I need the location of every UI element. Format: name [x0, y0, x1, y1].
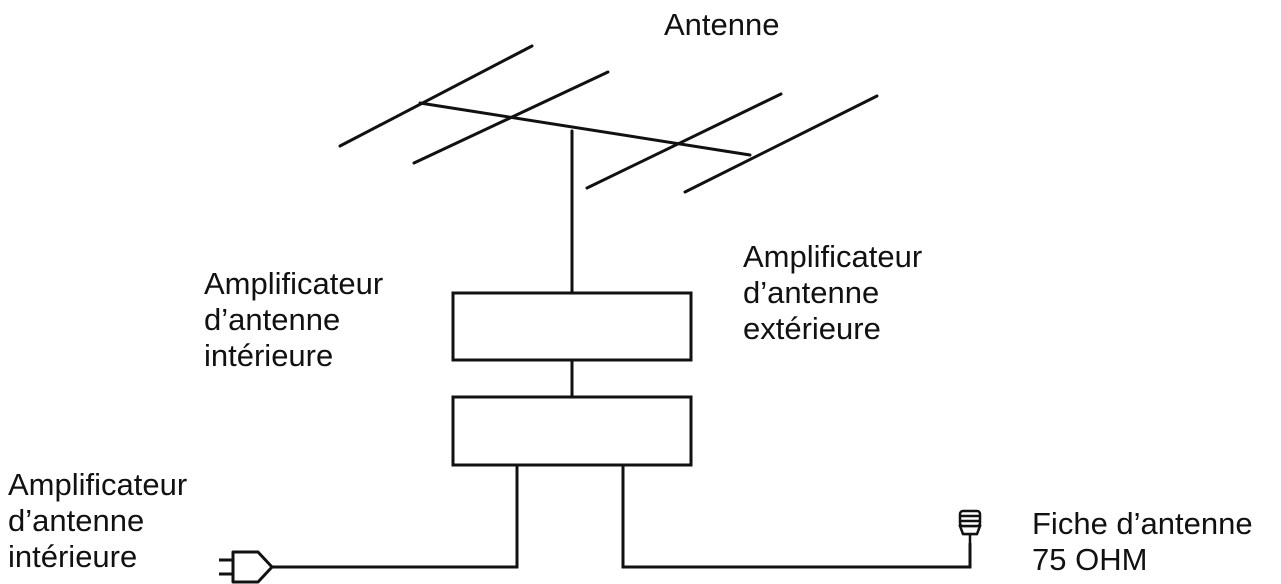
outdoor-amplifier-label: Amplificateur d’antenne extérieure [743, 239, 923, 346]
indoor-amplifier-box [451, 395, 693, 467]
antenna-label: Antenne [664, 7, 780, 42]
antenna-element-4 [683, 94, 879, 194]
indoor-amplifier-label-upper: Amplificateur d’antenne intérieure [204, 266, 384, 373]
antenna-element-2 [412, 70, 610, 165]
antenna-boom [418, 101, 752, 157]
indoor-amplifier-label-lower: Amplificateur d’antenne intérieure [8, 467, 188, 574]
power-cable [270, 463, 519, 569]
power-plug-icon [219, 550, 274, 584]
coax-plug-icon [958, 509, 982, 544]
antenna-output-cable [621, 463, 972, 569]
outdoor-amplifier-box [451, 291, 693, 362]
antenna-plug-label: Fiche d’antenne 75 OHM [1032, 506, 1253, 577]
antenna-element-3 [585, 92, 783, 190]
antenna-icon [338, 44, 879, 295]
antenna-element-1 [338, 44, 534, 148]
